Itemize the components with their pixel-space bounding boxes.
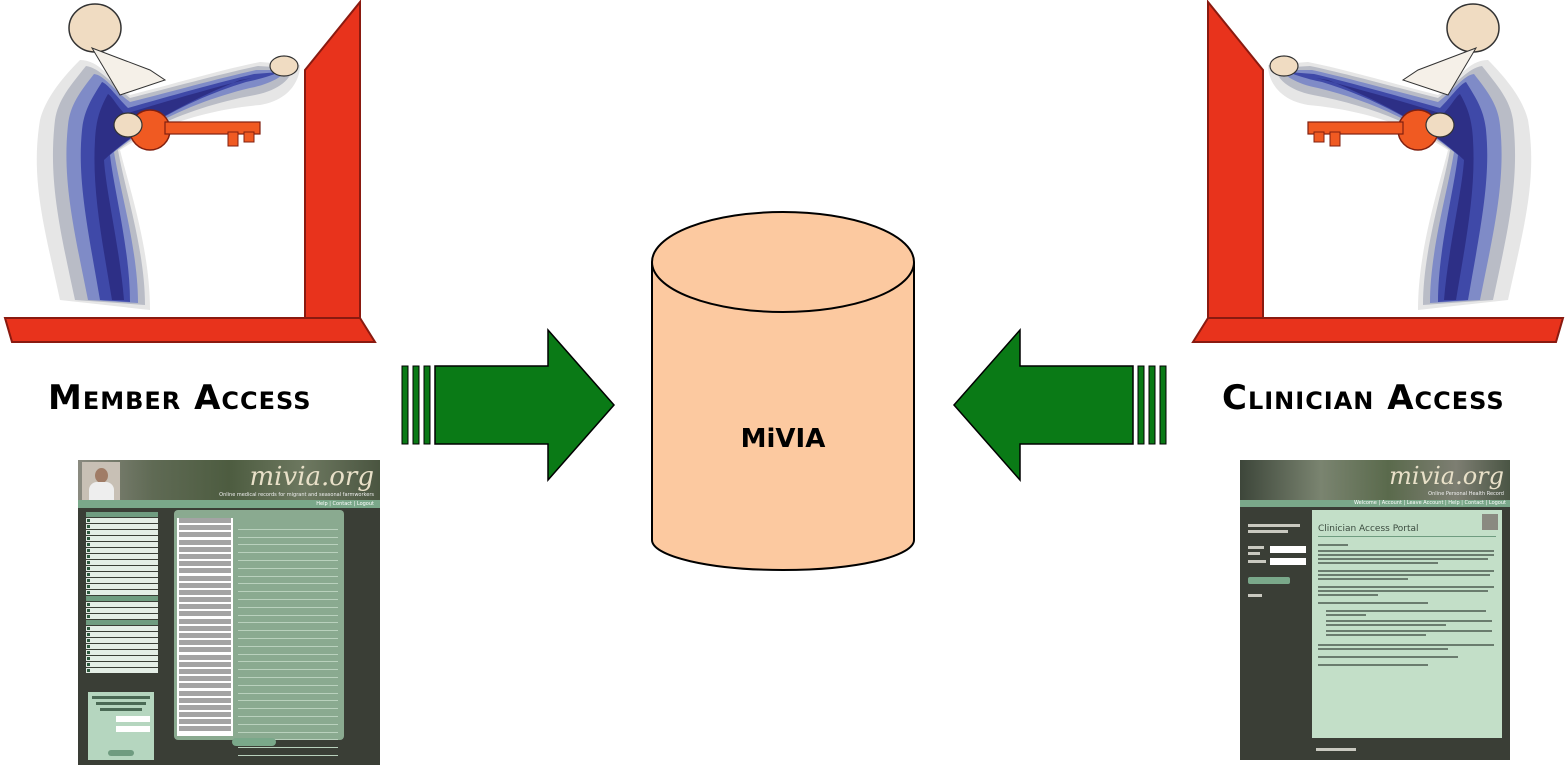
clinician-portal-title: Clinician Access Portal: [1318, 524, 1419, 534]
clinician-arrow: [953, 328, 1167, 482]
clinician-site-footer: [1316, 748, 1356, 751]
clinician-site-content: Clinician Access Portal: [1312, 510, 1502, 738]
member-site-banner: [78, 460, 380, 500]
clinician-site-nav-links: Welcome | Account | Leave Account | Help…: [1354, 500, 1506, 506]
member-access-label: Member Access: [48, 378, 312, 418]
clinician-door-figure: [1191, 0, 1565, 343]
database-label: MiVIA: [740, 424, 826, 454]
clinician-login-input: [1270, 546, 1306, 553]
clinician-site-tagline: Online Personal Health Record: [1428, 491, 1504, 497]
mivia-database: [651, 211, 915, 571]
member-photo: [82, 462, 120, 500]
member-site-top-links: Help | Contact | Logout: [316, 501, 374, 507]
member-site-form-panel: [174, 510, 344, 756]
member-door-figure: [3, 0, 377, 343]
clinician-site-screenshot: mivia.org Online Personal Health Record …: [1240, 460, 1510, 760]
clinician-access-label: Clinician Access: [1222, 378, 1505, 418]
member-site-login-box: [88, 692, 154, 760]
clinician-password-input: [1270, 558, 1306, 565]
member-arrow: [401, 328, 615, 482]
member-site-update-button: [232, 738, 276, 746]
member-site-topbar: [78, 500, 380, 508]
clinician-site-banner: [1240, 460, 1510, 500]
member-site-screenshot: mivia.org Online medical records for mig…: [78, 460, 380, 765]
clinician-site-topbar: [1240, 500, 1510, 507]
member-site-sidebar: [86, 512, 158, 674]
member-site-logo: mivia.org: [249, 462, 374, 492]
member-site-tagline: Online medical records for migrant and s…: [219, 492, 374, 498]
clinician-site-logo: mivia.org: [1389, 462, 1504, 490]
clinician-login-button: [1248, 577, 1290, 584]
